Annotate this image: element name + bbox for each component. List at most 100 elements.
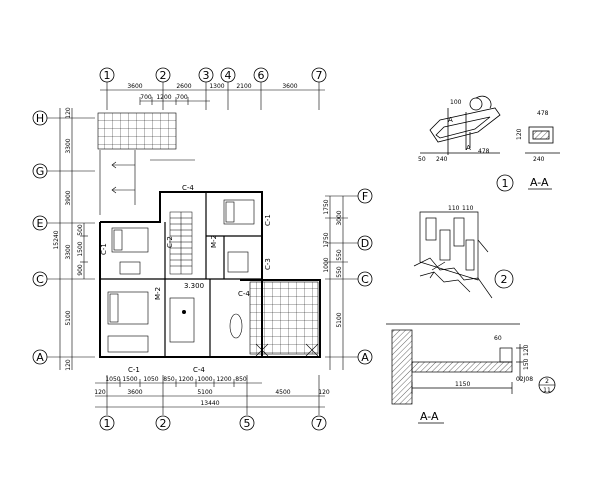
dimension-text: 5100 bbox=[197, 389, 212, 396]
dimension-text: 3900 bbox=[65, 190, 72, 205]
axis-label: 4 bbox=[225, 69, 232, 82]
detail-3: 60 120 150 1150 02J08 2 11 A-A bbox=[386, 323, 556, 424]
axis-label: 5 bbox=[244, 417, 251, 430]
window-labels: C-4 C-1 C-1 C-3 C-4 C-4 C-1 C-2 M-2 M-2 … bbox=[100, 184, 272, 374]
axis-label: A bbox=[36, 351, 44, 364]
dimension-text: 240 bbox=[436, 156, 448, 163]
dimension-text: 110 bbox=[448, 205, 460, 212]
dot-icon bbox=[182, 310, 186, 314]
dimension-text: 1050 bbox=[105, 376, 120, 383]
window-label: C-1 bbox=[100, 243, 108, 255]
axis-label: 7 bbox=[316, 69, 323, 82]
window-label: C-2 bbox=[166, 236, 174, 248]
dimension-text: 120 bbox=[523, 344, 530, 356]
window-label: C-1 bbox=[128, 366, 140, 374]
dimension-text: 550 bbox=[336, 249, 343, 261]
window-label: C-4 bbox=[193, 366, 205, 374]
dimension-text: 1050 bbox=[143, 376, 158, 383]
detail-3-section bbox=[386, 323, 524, 405]
interior-walls bbox=[100, 192, 262, 357]
dimension-text: 850 bbox=[235, 376, 247, 383]
dimension-text: 1200 bbox=[216, 376, 231, 383]
dimension-text: 3600 bbox=[127, 389, 142, 396]
axis-label: 1 bbox=[104, 417, 111, 430]
detail-1-number: 1 bbox=[502, 177, 509, 190]
axis-label: 7 bbox=[316, 417, 323, 430]
dimension-text: 150 bbox=[523, 358, 530, 370]
right-dimensions bbox=[325, 195, 358, 370]
dimension-text: 3600 bbox=[282, 83, 297, 90]
dimension-text: 5100 bbox=[65, 310, 72, 325]
dimension-text: 1500 bbox=[77, 241, 84, 256]
detail-1-bubble bbox=[496, 174, 514, 192]
dimension-text: 550 bbox=[336, 266, 343, 278]
axis-label: E bbox=[37, 217, 44, 230]
axis-label: F bbox=[362, 190, 368, 203]
axis-label: G bbox=[36, 165, 45, 178]
dimension-text: 1300 bbox=[209, 83, 224, 90]
dimension-text: 15240 bbox=[53, 230, 60, 249]
axis-label: 6 bbox=[258, 69, 265, 82]
plant-icon bbox=[255, 343, 319, 357]
axis-label: 2 bbox=[160, 69, 167, 82]
window-label: C-1 bbox=[264, 214, 272, 226]
axis-label: 3 bbox=[203, 69, 210, 82]
axis-label: C bbox=[36, 273, 44, 286]
dimension-text: 4500 bbox=[275, 389, 290, 396]
terrace-tiling bbox=[97, 112, 177, 150]
detail-1-section bbox=[420, 95, 560, 155]
dimension-text: 1750 bbox=[323, 232, 330, 247]
dimension-text: 1000 bbox=[197, 376, 212, 383]
dimension-text: 850 bbox=[163, 376, 175, 383]
dimension-text: 13440 bbox=[200, 400, 219, 407]
top-dimensions bbox=[100, 82, 325, 110]
detail-2: 110 110 2 bbox=[413, 205, 514, 299]
detail-1: 100 478 120 240 50 240 478 A A A-A 1 bbox=[418, 95, 560, 192]
dimension-text: 478 bbox=[478, 148, 490, 155]
dimension-text: 110 bbox=[462, 205, 474, 212]
level-mark: 3.300 bbox=[184, 282, 204, 290]
window-label: C-4 bbox=[238, 290, 250, 298]
dimension-text: 2100 bbox=[236, 83, 251, 90]
detail-2-bubble bbox=[494, 269, 514, 289]
dimension-text: 120 bbox=[94, 389, 106, 396]
dimension-text: 478 bbox=[537, 110, 549, 117]
dimension-text: 900 bbox=[77, 264, 84, 276]
dimension-text: 3300 bbox=[65, 138, 72, 153]
door-label: M-2 bbox=[154, 287, 162, 300]
dimension-text: 3000 bbox=[336, 210, 343, 225]
left-axis-bubbles bbox=[32, 110, 48, 365]
dimension-text: 700 bbox=[140, 94, 152, 101]
detail-2-number: 2 bbox=[501, 273, 508, 286]
dimension-text: 120 bbox=[65, 107, 72, 119]
axis-label: A bbox=[361, 351, 369, 364]
dimension-text: 2600 bbox=[176, 83, 191, 90]
dimension-text: 120 bbox=[516, 128, 523, 140]
top-axis-bubbles bbox=[99, 67, 327, 83]
window-label: C-3 bbox=[264, 258, 272, 270]
detail-2-section bbox=[413, 211, 493, 299]
window-label: C-4 bbox=[182, 184, 194, 192]
door-label: M-2 bbox=[210, 235, 218, 248]
dimension-text: 500 bbox=[77, 224, 84, 236]
bottom-dimensions bbox=[95, 375, 325, 415]
dimension-text: 120 bbox=[318, 389, 330, 396]
dimension-text: 5100 bbox=[336, 312, 343, 327]
dimension-text: 02J08 bbox=[516, 376, 533, 383]
terrace-arrows bbox=[99, 150, 195, 215]
axis-label: 2 bbox=[160, 417, 167, 430]
patio-tiling bbox=[249, 281, 319, 355]
callout-number: 2 bbox=[545, 378, 549, 385]
axis-label: 1 bbox=[104, 69, 111, 82]
left-dimensions bbox=[47, 108, 95, 370]
callout-sheet: 11 bbox=[543, 387, 551, 394]
dimension-text: 1200 bbox=[156, 94, 171, 101]
dimension-text: 1750 bbox=[323, 199, 330, 214]
dimension-text: 120 bbox=[65, 359, 72, 371]
exterior-walls bbox=[99, 191, 321, 358]
dimension-text: 1200 bbox=[178, 376, 193, 383]
dimension-text: 60 bbox=[494, 335, 502, 342]
section-mark: A bbox=[466, 144, 471, 152]
